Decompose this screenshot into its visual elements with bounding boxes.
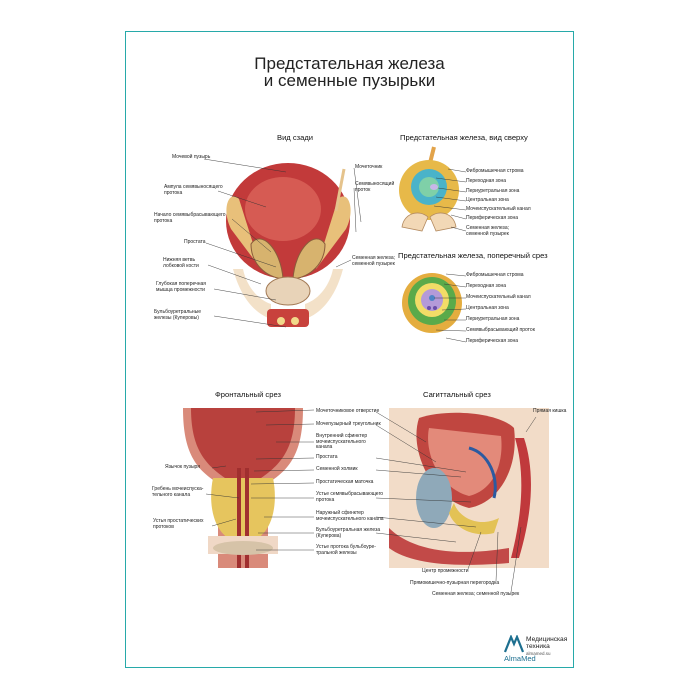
section-title-sagittal: Сагиттальный срез [423,390,491,399]
label-prostate-rear: Простата [184,239,206,245]
label-bulbourethral-glands: Бульбоуретральные железы (Куперовы) [154,309,202,321]
poster-frame: Предстательная железа и семенные пузырьк… [125,31,574,668]
label-trigone: Мочепузырный треугольник [316,421,381,427]
label-top-fibromuscular-stroma: Фибромышечная строма [466,168,524,174]
label-uvula: Язычок пузыря [165,464,200,470]
label-top-urethra: Мочеиспускательный канал [466,206,531,212]
label-bulbourethral-duct-orifice: Устье протока бульбоуре- тральной железы [316,544,376,556]
label-top-seminal-vesicle: Семенная железа; семенной пузырек [466,225,510,237]
cross-section-illustration [402,273,462,333]
label-external-sphincter: Наружный сфинктер мочеиспускательного ка… [316,510,384,522]
label-bulbourethral-gland: Бульбоуретральная железа (Куперова) [316,527,381,539]
label-top-transition-zone: Переходная зона [466,178,507,184]
label-ureter: Мочеточник [355,164,383,170]
label-internal-sphincter: Внутренний сфинктер мочеиспускательного … [316,433,368,451]
logo-line2: техника [526,643,550,650]
section-title-top-view: Предстательная железа, вид сверху [400,133,528,142]
label-cross-transition-zone: Переходная зона [466,283,507,289]
label-cross-ejaculatory-duct: Семявыбрасывающий проток [466,327,535,333]
sagittal-section-illustration [389,408,549,568]
top-view-illustration [399,146,459,232]
logo-brand: AlmaMed [504,654,536,663]
section-title-rear-view: Вид сзади [277,133,314,142]
almamed-logo: AlmaMed Медицинская техника almamed.su [504,635,574,665]
rear-view-illustration [226,163,351,327]
section-title-cross-section: Предстательная железа, поперечный срез [398,251,548,260]
label-prostate: Простата [316,454,338,460]
label-deep-transverse-muscle: Глубокая поперечная мышца промежности [156,281,206,293]
label-rectum: Прямая кишка [533,408,567,414]
label-bladder: Мочевой пузырь [172,154,211,160]
label-prostatic-utricle: Простатическая маточка [316,479,374,485]
label-ureteric-orifice: Мочеточниковое отверстие [316,408,380,414]
label-top-peripheral-zone: Периферическая зона [466,215,519,221]
label-ejaculatory-duct-start: Начало семявыбрасывающего протока [154,212,226,224]
logo-line1: Медицинская [526,636,568,643]
label-seminal-colliculus: Семенной холмик [316,466,358,472]
label-cross-peripheral-zone: Периферическая зона [466,338,519,344]
label-prostatic-duct-openings: Устья простатических протоков [153,518,204,530]
label-vas-deferens: Семявыносящий проток [355,181,395,193]
label-perineal-body: Центр промежности [422,568,469,574]
label-seminal-vesicle-sagittal: Семенная железа; семенной пузырек [432,591,520,597]
poster-title-line2: и семенные пузырьки [263,71,436,90]
label-top-periurethral-zone: Периуретральная зона [466,188,520,194]
label-top-central-zone: Центральная зона [466,197,509,203]
frontal-section-illustration [183,408,303,568]
label-pubic-ramus: Нижняя ветвь лобковой кости [163,257,199,269]
label-seminal-vesicle-rear: Семенная железа; семенной пузырек [352,255,396,267]
label-cross-fibromuscular-stroma: Фибромышечная строма [466,272,524,278]
poster-title-line1: Предстательная железа [254,54,445,73]
label-cross-central-zone: Центральная зона [466,305,509,311]
section-title-frontal: Фронтальный срез [215,390,281,399]
label-cross-urethra: Мочеиспускательный канал [466,294,531,300]
label-rectovesical-septum: Прямокишечно-пузырная перегородка [410,580,500,586]
almamed-logo-icon [504,635,524,653]
label-urethral-crest: Гребень мочеиспуска- тельного канала [152,486,204,498]
leader-lines [203,158,537,593]
label-ejaculatory-duct-orifice: Устье семявыбрасывающего протока [316,491,384,503]
logo-url: almamed.su [526,651,551,656]
label-ampulla: Ампула семявыносящего протока [164,184,223,196]
label-cross-periurethral-zone: Периуретральная зона [466,316,520,322]
